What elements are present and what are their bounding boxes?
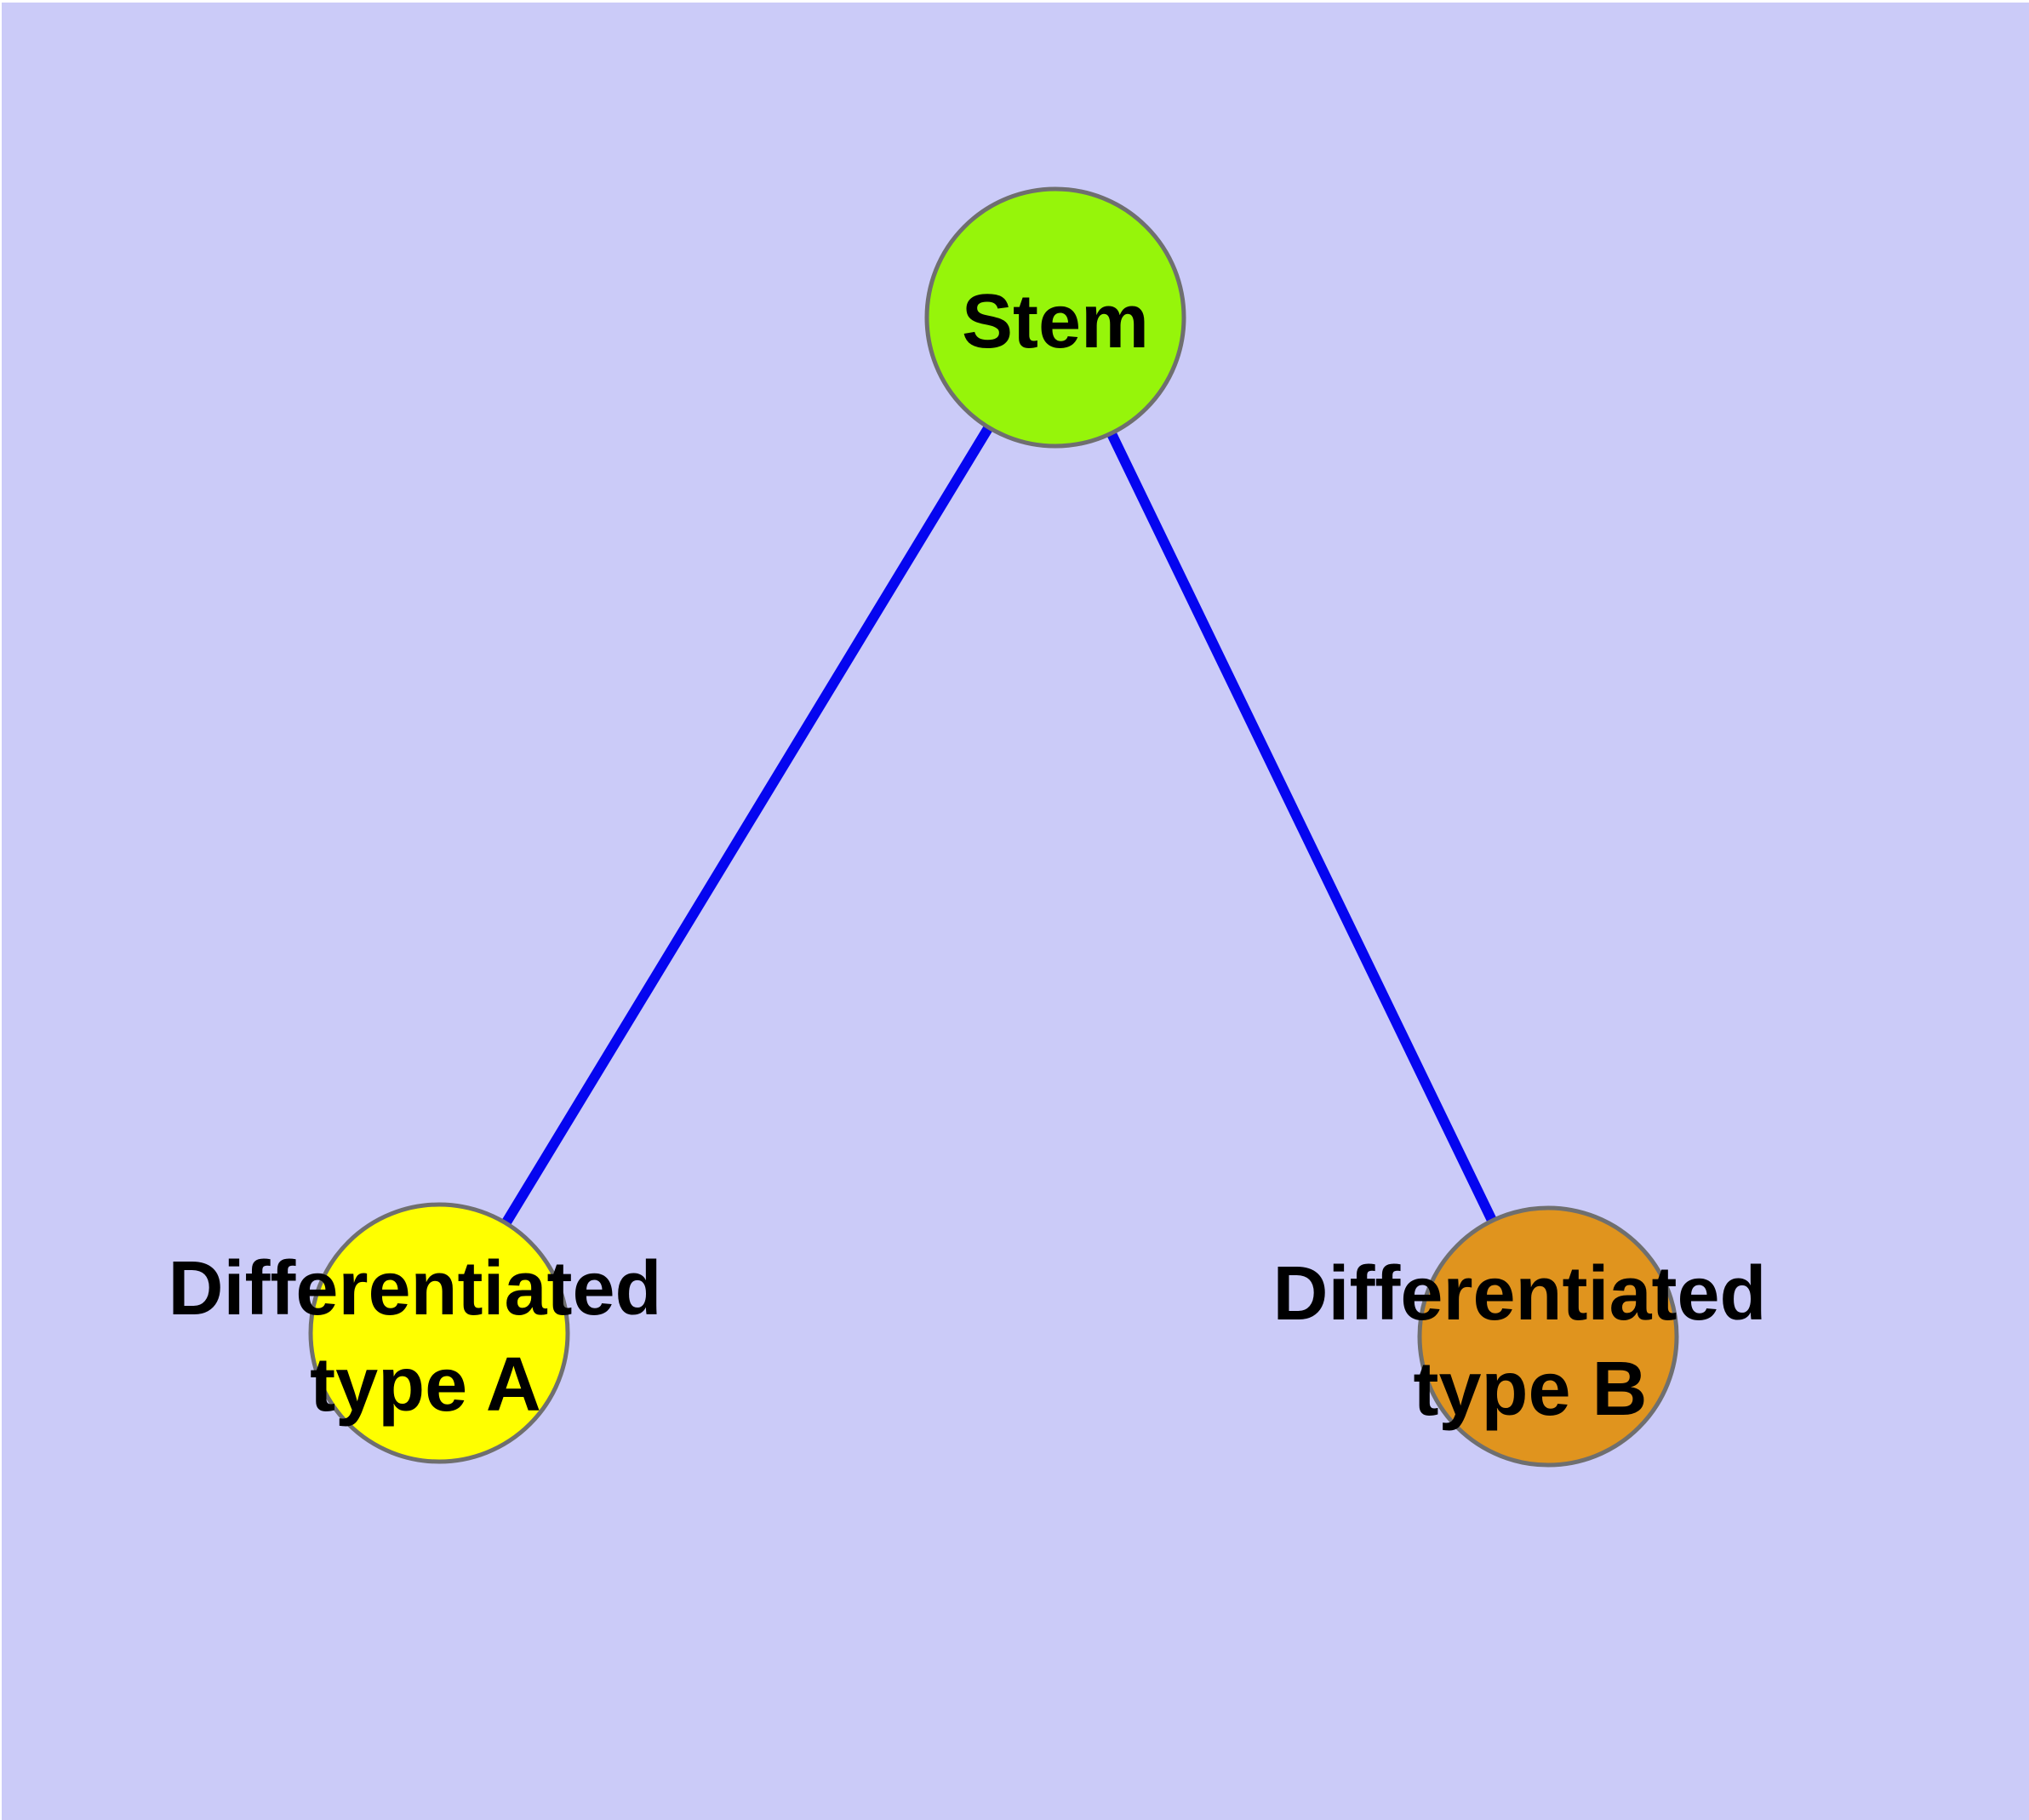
node-differentiated-type-b [1417,1205,1679,1468]
node-stem [924,186,1186,449]
node-differentiated-type-b-label-line2: type B [1413,1347,1647,1432]
node-stem-label: Stem [962,279,1149,364]
node-differentiated-type-b-label-line1: Differentiated [1272,1251,1766,1336]
node-differentiated-type-b-label: Differentiated type B [1272,1251,1787,1432]
node-differentiated-type-a [308,1202,570,1464]
node-differentiated-type-a-label: Differentiated type A [168,1246,683,1428]
edge-stem-to-typeB [1050,312,1553,1342]
edge-stem-to-typeA [434,312,1060,1338]
node-differentiated-type-a-label-line1: Differentiated [168,1246,661,1331]
node-differentiated-type-a-label-line2: type A [310,1342,541,1428]
